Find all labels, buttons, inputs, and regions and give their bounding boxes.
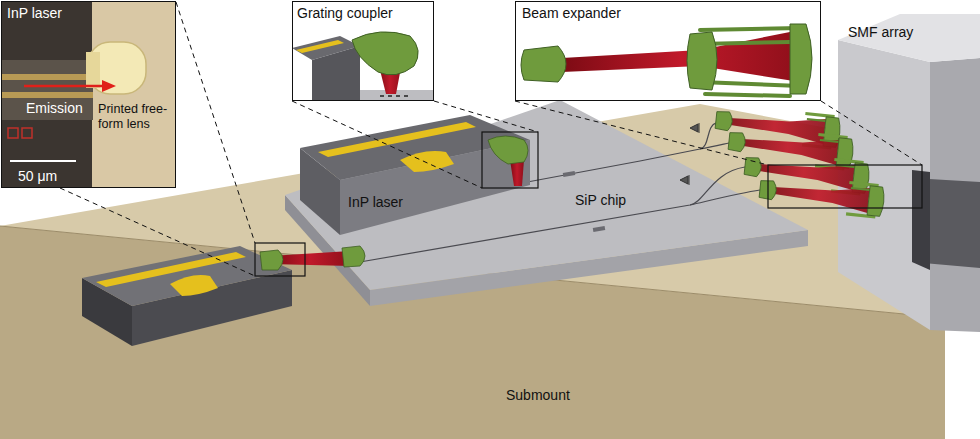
beam	[510, 160, 524, 186]
photo-light	[92, 1, 176, 188]
part-label: InP laser	[348, 194, 403, 210]
inset-box: Grating coupler	[292, 1, 434, 101]
photo-dark	[1, 1, 176, 188]
smf-groove	[912, 170, 930, 270]
inset-sip	[360, 90, 434, 100]
modulator	[593, 226, 606, 232]
photodetector	[680, 123, 699, 185]
laser-pad	[318, 122, 476, 157]
laser-pad	[96, 252, 246, 287]
inset-bg	[515, 1, 821, 101]
zoom-frame	[768, 165, 922, 208]
part-label: SMF array	[848, 24, 913, 40]
laser-top	[300, 115, 530, 180]
inset-bg	[292, 1, 434, 101]
inset-title: InP laser	[7, 5, 62, 21]
photo-waveguide	[1, 74, 93, 80]
inset-label: Emission	[26, 100, 83, 116]
modulator	[563, 171, 576, 177]
inset-beam	[562, 30, 800, 82]
lens	[260, 250, 283, 270]
inset-title: Beam expander	[522, 5, 621, 21]
scale-bar	[10, 160, 76, 162]
inset-lens	[352, 32, 418, 75]
inset-cage-end	[790, 24, 812, 94]
zoom-frame	[255, 243, 305, 276]
lens	[342, 246, 365, 267]
inset-chip-front	[312, 46, 360, 100]
inset-box: InP laserEmission Printed free-form lens 5…	[1, 1, 176, 188]
inset-cage-ring	[687, 32, 717, 90]
zoom-leaders	[60, 2, 922, 276]
emission-arrowhead	[102, 80, 116, 92]
part-label: SiP chip	[575, 192, 626, 208]
inset-box: Beam expander	[515, 1, 821, 101]
photo-chip	[1, 60, 93, 120]
inset-chip-pad	[296, 40, 344, 53]
photo-marks	[8, 128, 32, 138]
inset-label: 50 μm	[18, 168, 57, 184]
laser-pad	[170, 275, 218, 296]
beam-expanders	[714, 104, 885, 217]
zoom-frame	[482, 132, 538, 188]
emission-arrow	[24, 85, 104, 88]
smf-array-top	[838, 14, 980, 62]
inset-label: Printed free-form lens	[98, 102, 174, 131]
lens	[488, 136, 528, 164]
inset-lens	[521, 46, 566, 82]
part-label: Submount	[506, 387, 570, 403]
photo-lens-base	[86, 52, 100, 88]
photo-waveguide	[1, 92, 93, 98]
inset-grating	[380, 95, 408, 97]
inset-title: Grating coupler	[297, 5, 393, 21]
